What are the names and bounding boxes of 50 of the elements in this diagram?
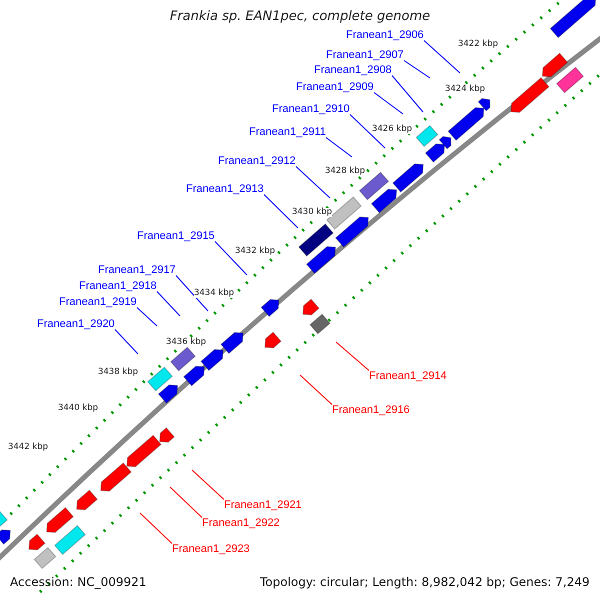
position-label: 3430 kbp — [292, 208, 332, 216]
leader-line — [392, 75, 424, 112]
leader-line — [136, 307, 158, 326]
gene-label: Franean1_2916 — [332, 404, 410, 416]
position-label: 3426 kbp — [372, 125, 412, 134]
position-label: 3432 kbp — [234, 247, 276, 256]
gene-label: Franean1_2906 — [346, 30, 424, 40]
position-label: 3422 kbp — [458, 40, 498, 48]
leader-line — [326, 137, 352, 158]
position-label: 3428 kbp — [324, 167, 366, 176]
gene-label: Franean1_2910 — [272, 104, 350, 114]
leader-line — [156, 291, 180, 316]
position-label: 3438 kbp — [98, 368, 138, 376]
position-label: 3434 kbp — [194, 289, 234, 298]
gene-label: Franean1_2917 — [98, 264, 176, 276]
leader-line — [296, 166, 330, 198]
gene-label: Franean1_2919 — [59, 296, 137, 308]
leader-line — [140, 512, 172, 544]
leader-line — [404, 60, 430, 78]
diagram-title: Frankia sp. EAN1pec, complete genome — [170, 10, 430, 23]
gene-label: Franean1_2922 — [202, 518, 280, 528]
gene-label: Franean1_2918 — [79, 280, 157, 292]
gene-label: Franean1_2923 — [172, 544, 250, 554]
position-label: 3436 kbp — [166, 338, 206, 346]
position-label: 3442 kbp — [8, 443, 48, 452]
leader-line — [300, 374, 332, 405]
gene-label: Franean1_2907 — [326, 50, 404, 60]
genome-summary: Topology: circular; Length: 8,982,042 bp; Genes: 7,249 — [260, 576, 590, 588]
gene-label: Franean1_2914 — [369, 370, 447, 382]
leader-line — [424, 40, 460, 74]
gene-label: Franean1_2911 — [249, 126, 326, 138]
leader-line — [336, 342, 370, 371]
gene-label: Franean1_2909 — [296, 82, 374, 92]
gene-label: Franean1_2915 — [137, 230, 215, 242]
gene-label: Franean1_2921 — [224, 500, 302, 510]
gene-label: Franean1_2913 — [186, 184, 264, 194]
gene-label: Franean1_2908 — [314, 64, 392, 76]
leader-line — [114, 329, 138, 354]
gene-label: Franean1_2912 — [218, 156, 296, 166]
leader-line — [350, 114, 386, 148]
leader-line — [214, 241, 248, 276]
leader-line — [374, 92, 404, 114]
position-label: 3440 kbp — [58, 404, 98, 412]
gene-label: Franean1_2920 — [37, 318, 115, 330]
leader-line — [176, 275, 208, 312]
leader-line — [192, 470, 224, 500]
position-label: 3424 kbp — [444, 85, 486, 94]
accession-note: Accession: NC_009921 — [10, 576, 146, 588]
leader-line — [170, 486, 202, 518]
leader-line — [264, 194, 298, 228]
